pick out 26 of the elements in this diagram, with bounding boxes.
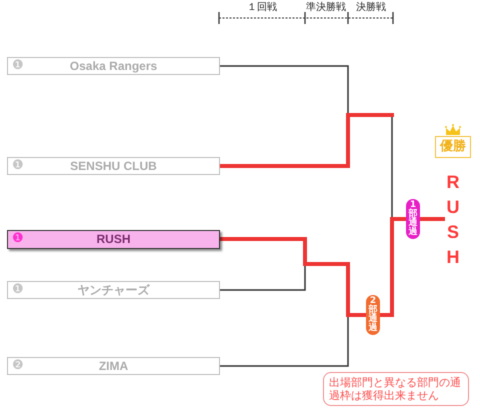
qualifier-badge: 2部通過 [366, 295, 380, 335]
division-number: ❶ [12, 282, 24, 298]
champion-name: RUSH [443, 170, 463, 270]
division-number: ❶ [12, 58, 24, 74]
winner-label: 優勝 [435, 136, 471, 158]
qualifier-badge: 1部通過 [406, 199, 420, 239]
division-number: ❶ [12, 231, 24, 247]
round-heading: １回戦 [247, 2, 277, 14]
bracket-line [219, 263, 306, 291]
team-name: SENSHU CLUB [70, 158, 157, 174]
team-slot [7, 157, 220, 175]
bracket-line [219, 314, 349, 367]
bracket-line [418, 217, 445, 221]
round-heading: 準決勝戦 [306, 2, 346, 14]
rule-note: 出場部門と異なる部門の通過枠は獲得出来ません [323, 372, 469, 406]
team-name: ZIMA [98, 358, 128, 374]
round-heading: 決勝戦 [356, 2, 386, 14]
team-slot [7, 230, 220, 249]
team-name: ヤンチャーズ [78, 282, 150, 298]
division-number: ❶ [12, 158, 24, 174]
team-name: Osaka Rangers [70, 58, 158, 74]
team-name: RUSH [96, 231, 130, 247]
team-slot [7, 281, 220, 299]
division-number: ❷ [12, 358, 24, 374]
team-slot [7, 357, 220, 375]
team-slot [7, 57, 220, 75]
